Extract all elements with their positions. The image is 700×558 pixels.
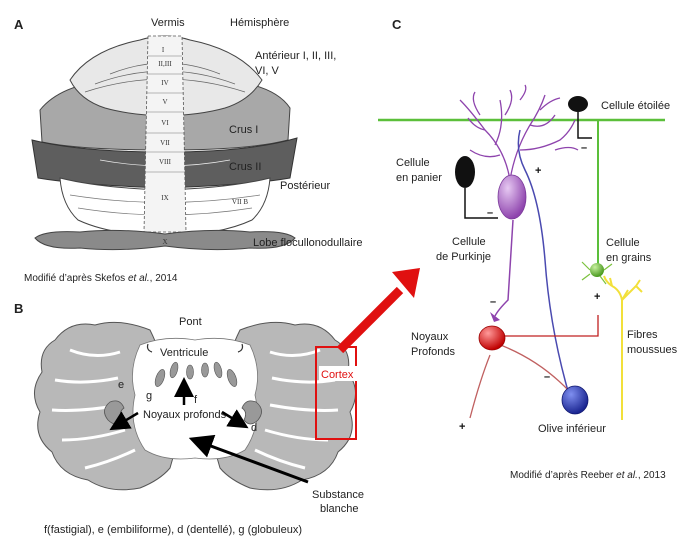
cortex-label-bg bbox=[319, 366, 359, 381]
granule-sign: + bbox=[594, 291, 600, 303]
anterior-label-line1: Antérieur I, II, III, bbox=[255, 50, 336, 62]
panel-c-credit: Modifié d’après Reeber et al., 2013 bbox=[510, 470, 666, 481]
cortex-label: Cortex bbox=[321, 369, 354, 381]
posterior-label: Postérieur bbox=[280, 180, 330, 192]
panel-a-credit: Modifié d’après Skefos et al., 2014 bbox=[24, 273, 178, 284]
purkinje-label-line1: Cellule bbox=[452, 236, 486, 248]
arrow-white-matter bbox=[188, 434, 309, 484]
nucleus-d-label: d bbox=[251, 422, 257, 434]
lobule-label: VII bbox=[160, 139, 170, 147]
granule-label-line2: en grains bbox=[606, 252, 652, 264]
flocculonodular-lobe bbox=[34, 229, 296, 251]
granule-cell bbox=[581, 261, 613, 285]
substance-label-line2: blanche bbox=[320, 503, 359, 515]
nucleus-f-label: f bbox=[194, 394, 198, 406]
basket-label-line2: en panier bbox=[396, 172, 442, 184]
panel-c-letter: C bbox=[392, 17, 402, 32]
nucleus-g-label: g bbox=[146, 390, 152, 402]
deep-nuclei-label-line2: Profonds bbox=[411, 346, 456, 358]
deep-nuclei-out-sign: + bbox=[459, 421, 465, 433]
panel-b-caption: f(fastigial), e (embiliforme), d (dentel… bbox=[44, 524, 302, 536]
pont-label: Pont bbox=[179, 316, 202, 328]
nucleus-f-right bbox=[201, 362, 209, 378]
mossy-fiber bbox=[603, 275, 643, 420]
basket-soma bbox=[455, 156, 475, 188]
cortex-box bbox=[315, 346, 357, 440]
arrow-to-right-d bbox=[221, 409, 249, 429]
mossy-label-line2: moussues bbox=[627, 344, 678, 356]
purkinje-sign: – bbox=[490, 296, 496, 308]
purkinje-axon bbox=[494, 219, 514, 317]
lobe-label: Lobe flocullonodullaire bbox=[253, 237, 362, 249]
arrow-to-left-d bbox=[109, 411, 139, 431]
lobule-label: IX bbox=[161, 194, 168, 202]
coronal-section bbox=[34, 321, 356, 491]
nucleus-g-right bbox=[213, 361, 223, 379]
stellate-cell bbox=[568, 96, 592, 139]
basket-cell bbox=[455, 156, 498, 219]
nucleus-g bbox=[169, 361, 179, 379]
purkinje-dendrites bbox=[459, 84, 579, 181]
hemisphere-label: Hémisphère bbox=[230, 17, 289, 29]
stellate-sign: – bbox=[581, 142, 587, 154]
lobule-label: II,III bbox=[158, 60, 172, 68]
lobule-label: V bbox=[162, 98, 167, 106]
lobule-label: VI bbox=[161, 119, 169, 127]
black-arrows bbox=[109, 377, 309, 484]
zoom-arrow-head bbox=[392, 268, 420, 298]
panel-a-letter: A bbox=[14, 17, 24, 32]
deep-nuclei bbox=[469, 315, 599, 419]
crus1-label: Crus I bbox=[229, 124, 258, 136]
panel-a: A Vermis Hémisphère bbox=[14, 17, 362, 284]
climbing-sign: + bbox=[535, 165, 541, 177]
purkinje-soma bbox=[497, 174, 527, 220]
deep-nuclei-soma bbox=[478, 325, 506, 351]
stellate-label: Cellule étoilée bbox=[601, 100, 670, 112]
mossy-label-line1: Fibres bbox=[627, 329, 658, 341]
granule-label-line1: Cellule bbox=[606, 237, 640, 249]
basket-sign: – bbox=[487, 207, 493, 219]
vermis-label: Vermis bbox=[151, 17, 185, 29]
lobule-label: X bbox=[162, 238, 167, 246]
ventricule-label: Ventricule bbox=[160, 347, 208, 359]
lobule-label: I bbox=[162, 46, 165, 54]
crus2-label: Crus II bbox=[229, 161, 261, 173]
anterior-label-line2: VI, V bbox=[255, 65, 280, 77]
granule-soma bbox=[590, 263, 604, 277]
nucleus-e-right bbox=[226, 369, 238, 387]
climbing-fiber bbox=[517, 129, 571, 399]
lobule-label: VIII bbox=[159, 158, 172, 166]
nucleus-e-label: e bbox=[118, 379, 124, 391]
deep-nuclei-label-line1: Noyaux bbox=[411, 331, 449, 343]
panel-b: B bbox=[14, 268, 420, 536]
olive-sign: – bbox=[544, 371, 550, 383]
panel-b-letter: B bbox=[14, 301, 23, 316]
zoom-arrow bbox=[336, 268, 420, 354]
nucleus-f-left bbox=[186, 364, 194, 380]
basket-label-line1: Cellule bbox=[396, 157, 430, 169]
purkinje-terminal bbox=[490, 312, 500, 322]
stellate-soma bbox=[568, 96, 588, 112]
substance-label-line1: Substance bbox=[312, 489, 364, 501]
purkinje-label-line2: de Purkinje bbox=[436, 251, 491, 263]
lobule-label: IV bbox=[161, 79, 168, 87]
zoom-arrow-shaft bbox=[336, 286, 404, 354]
olive-label: Olive inférieur bbox=[538, 423, 606, 435]
olive-soma bbox=[561, 385, 589, 415]
noyaux-label: Noyaux profonds bbox=[143, 409, 227, 421]
nucleus-e bbox=[154, 369, 166, 387]
lobule-label: VII B bbox=[232, 198, 248, 206]
panel-c: C Cellule étoilée – Cellule en panier – bbox=[378, 17, 678, 481]
cerebellum-drawing bbox=[31, 35, 298, 251]
